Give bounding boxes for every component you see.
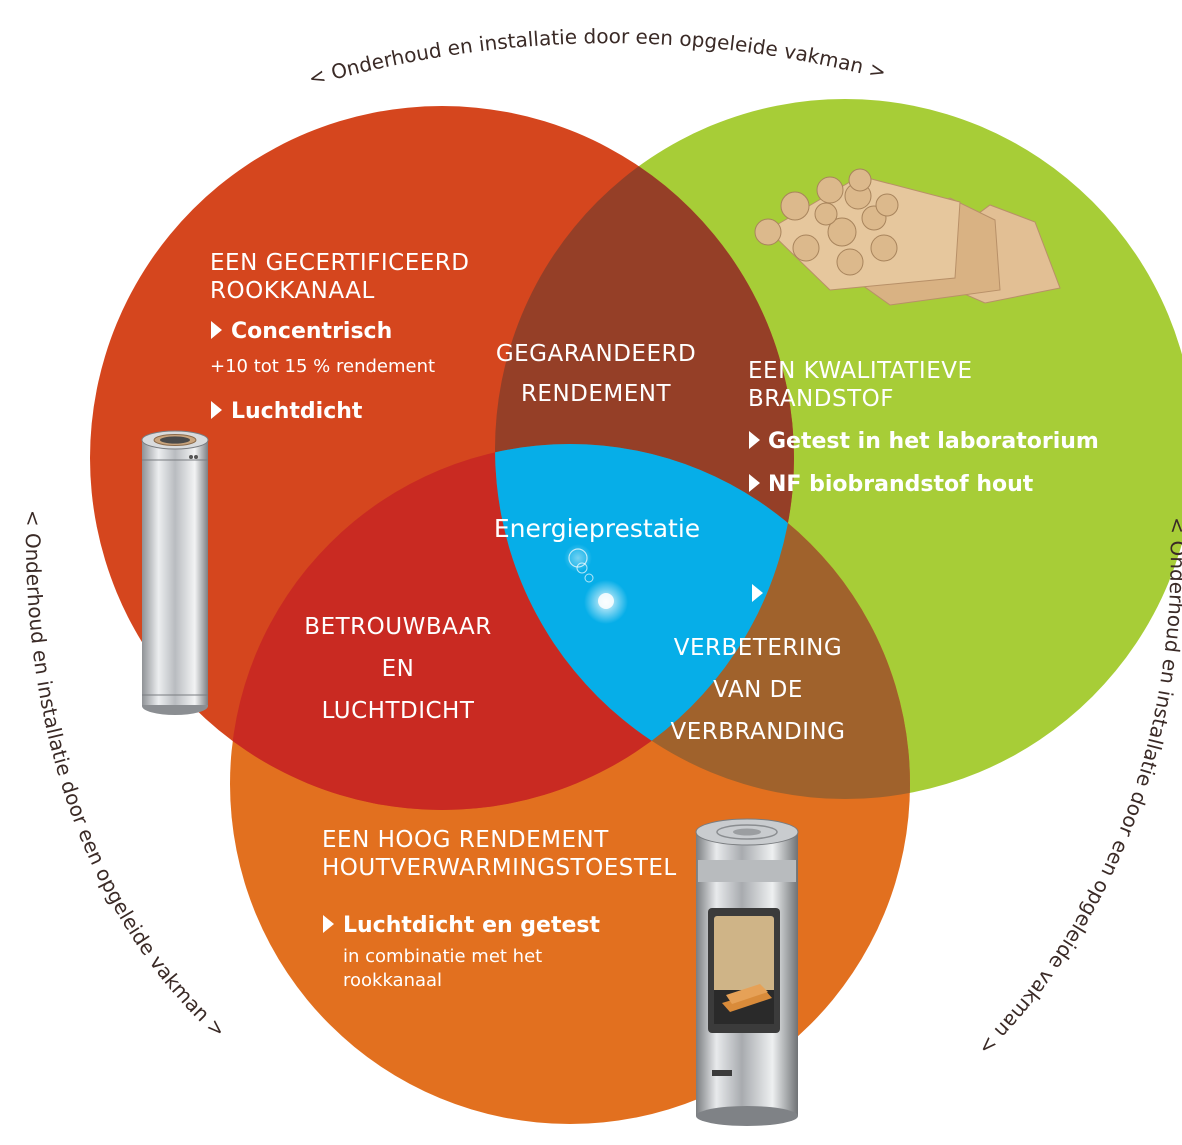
bullet-arrow-icon <box>749 431 760 449</box>
bullet-arrow-icon <box>752 584 763 602</box>
fuel-stove-label: VERBETERING VAN DE VERBRANDING <box>670 584 845 745</box>
flue-stove-line3: LUCHTDICHT <box>322 698 475 724</box>
fuel-stove-line2: VAN DE <box>713 677 803 703</box>
flue-stove-line2: EN <box>382 656 415 682</box>
fuel-stove-line1: VERBETERING <box>674 635 842 661</box>
flue-fuel-label: GEGARANDEERD RENDEMENT <box>496 341 696 407</box>
fuel-bullet-1: Getest in het laboratorium <box>768 429 1099 454</box>
center-label: Energieprestatie <box>494 514 700 543</box>
fuel-title-line2: BRANDSTOF <box>748 386 894 412</box>
flue-bullet-2: Luchtdicht <box>231 399 363 424</box>
fuel-bullet-2: NF biobrandstof hout <box>768 472 1034 497</box>
firewood-icon <box>754 168 1061 306</box>
bullet-arrow-icon <box>211 321 222 339</box>
flue-stove-line1: BETROUWBAAR <box>304 614 491 640</box>
stove-title-line2: HOUTVERWARMINGSTOESTEL <box>322 855 677 881</box>
stove-bullet-1: Luchtdicht en getest <box>343 913 601 938</box>
flue-stove-label: BETROUWBAAR EN LUCHTDICHT <box>304 614 491 724</box>
wood-stove-icon <box>695 818 799 1126</box>
fuel-text-block: EEN KWALITATIEVE BRANDSTOF Getest in het… <box>748 358 1099 497</box>
fuel-title-line1: EEN KWALITATIEVE <box>748 358 973 384</box>
flue-pipe-icon <box>141 430 209 715</box>
bullet-arrow-icon <box>323 915 334 933</box>
flue-fuel-line1: GEGARANDEERD <box>496 341 696 367</box>
flue-title-line1: EEN GECERTIFICEERD <box>210 250 470 276</box>
stove-text-block: EEN HOOG RENDEMENT HOUTVERWARMINGSTOESTE… <box>322 827 677 991</box>
flue-bullet-1-sub: +10 tot 15 % rendement <box>210 356 435 377</box>
fuel-stove-line3: VERBRANDING <box>670 719 845 745</box>
ring-text-top: < Onderhoud en installatie door een opge… <box>306 24 889 90</box>
stove-title-line1: EEN HOOG RENDEMENT <box>322 827 609 853</box>
bullet-arrow-icon <box>749 474 760 492</box>
flue-title-line2: ROOKKANAAL <box>210 278 375 304</box>
stove-bullet-1-sub-line2: rookkanaal <box>343 970 442 991</box>
bubbles-icon <box>564 544 628 624</box>
stove-bullet-1-sub-line1: in combinatie met het <box>343 946 542 967</box>
flue-bullet-1: Concentrisch <box>231 319 392 344</box>
flue-text-block: EEN GECERTIFICEERD ROOKKANAAL Concentris… <box>210 250 470 424</box>
bullet-arrow-icon <box>211 401 222 419</box>
flue-fuel-line2: RENDEMENT <box>521 381 672 407</box>
